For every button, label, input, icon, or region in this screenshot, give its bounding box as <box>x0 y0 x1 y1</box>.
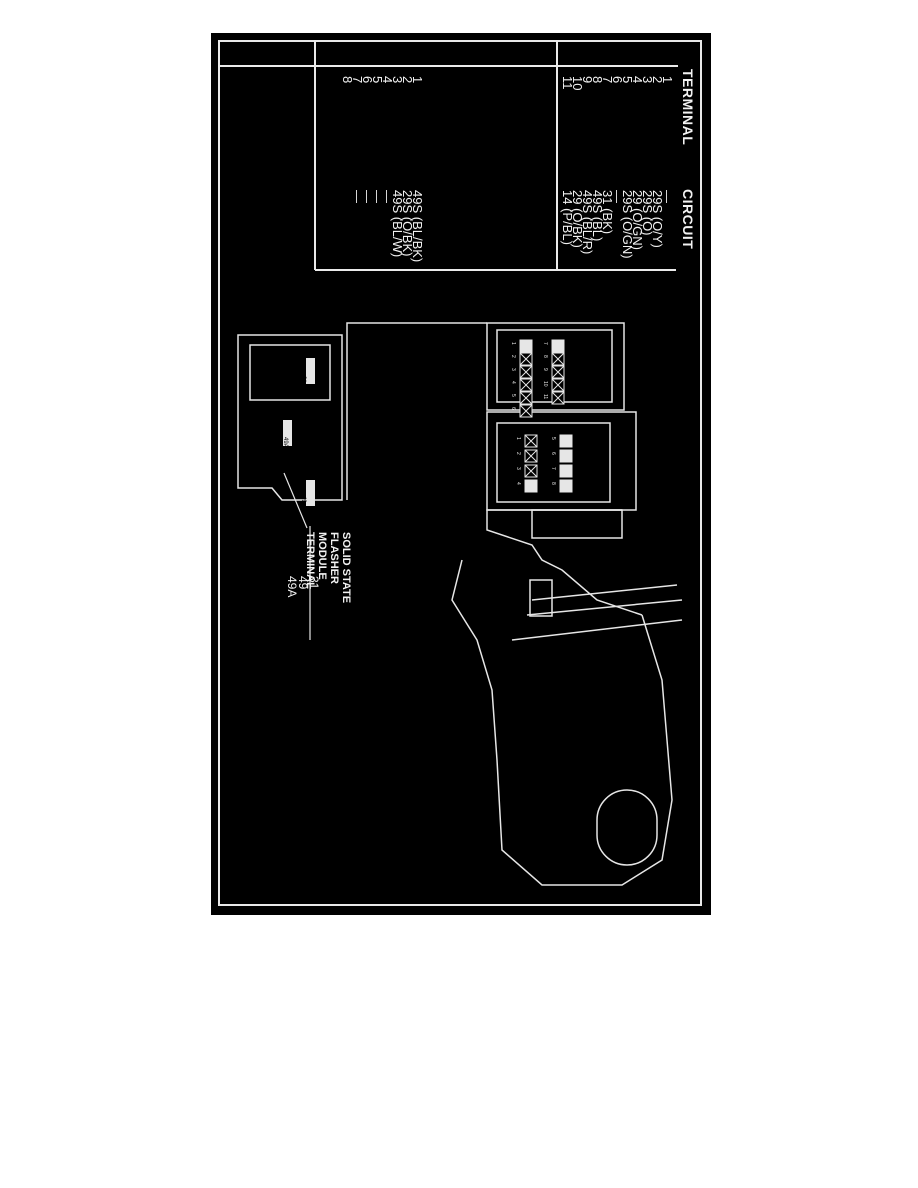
connector-b-pin-4-label: 4 <box>515 482 521 485</box>
connector-a-pin-5-label: 5 <box>510 394 516 397</box>
module-pin-49a <box>283 420 292 446</box>
connector-a-pins: 1 2 3 4 5 6 7 8 9 10 11 <box>510 339 565 418</box>
terminal-header: TERMINAL <box>680 69 696 146</box>
connector-b-pin-6 <box>559 449 573 463</box>
table-terminal-cell: 8 <box>340 76 355 84</box>
connector-b-pin-8 <box>559 479 573 493</box>
connector-a-pin-8-cross <box>551 352 565 366</box>
module-pin-label-49a: 49A <box>282 437 288 448</box>
connector-a-pin-2-cross <box>519 352 533 366</box>
callout-value-49a: 49A <box>285 576 299 598</box>
connector-b-pin-5 <box>559 434 573 448</box>
callout-values: 31 49 49A <box>285 576 321 616</box>
connector-b-pin-8-label: 8 <box>550 482 556 485</box>
connector-b-inner <box>496 422 611 503</box>
connector-b-pin-4 <box>524 479 538 493</box>
circuit-header: CIRCUIT <box>680 189 696 250</box>
module-pin-label-49: 49 <box>300 496 306 503</box>
body-slot <box>531 509 623 539</box>
connector-b-pin-1-label: 1 <box>515 437 521 440</box>
connector-a-pin-4-label: 4 <box>510 381 516 384</box>
table-terminal-cell: 11 <box>560 76 575 90</box>
connector-b-pin-3-label: 3 <box>515 467 521 470</box>
module-pin-label-31: 31 <box>300 376 306 383</box>
connector-a-pin-6-label: 6 <box>510 407 516 410</box>
connector-a-pin-11-label: 11 <box>542 394 548 399</box>
connector-a-pin-1-label: 1 <box>510 342 516 345</box>
callout-label-line-1: SOLID STATE <box>340 532 352 604</box>
stalk-ring-1 <box>531 584 678 601</box>
connector-a-pin-8-label: 8 <box>542 355 548 358</box>
stalk-knob <box>596 789 658 866</box>
table-circuit-cell: — <box>350 190 365 203</box>
connector-b-pin-1-cross <box>524 434 538 448</box>
connector-b-pins: 1 2 3 4 5 6 7 8 <box>515 434 573 493</box>
connector-a-pin-2-label: 2 <box>510 355 516 358</box>
diagram-frame <box>218 40 702 906</box>
stalk-outline <box>451 559 673 886</box>
connector-a-pin-9-cross <box>551 365 565 379</box>
callout-leader-line <box>283 472 308 529</box>
connector-b-pin-2-cross <box>524 449 538 463</box>
connector-a-pin-10-cross <box>551 378 565 392</box>
connector-a-pin-9-label: 9 <box>542 368 548 371</box>
table-circuit-cell: 14 (P/BL) <box>560 190 575 245</box>
body-edge-lower <box>486 509 643 616</box>
connector-a-pin-7 <box>551 339 565 353</box>
connector-a-outline <box>486 322 625 411</box>
connector-b-pin-2-label: 2 <box>515 452 521 455</box>
connector-a-pin-10-label: 10 <box>542 381 548 387</box>
connector-b-pin-6-label: 6 <box>550 452 556 455</box>
connector-a-pin-3-label: 3 <box>510 368 516 371</box>
connector-a-pin-11-cross <box>551 391 565 405</box>
connector-a-pin-1 <box>519 339 533 353</box>
module-pin-49 <box>306 480 315 506</box>
flasher-module-outline <box>237 334 343 501</box>
connector-a-pin-7-label: 7 <box>542 342 548 345</box>
connector-b-pin-5-label: 5 <box>550 437 556 440</box>
flasher-module-pins <box>283 358 315 506</box>
connector-b-pin-7 <box>559 464 573 478</box>
stalk-ring-3 <box>511 619 683 641</box>
flasher-module-face <box>249 344 331 401</box>
connector-b-outline <box>486 411 637 511</box>
stalk-ring-2 <box>526 599 683 616</box>
connector-a-pin-3-cross <box>519 365 533 379</box>
module-pin-31 <box>306 358 315 384</box>
connector-a-pin-5-cross <box>519 391 533 405</box>
connector-a-pin-4-cross <box>519 378 533 392</box>
connector-a-inner <box>496 329 613 403</box>
stalk-tab <box>529 579 553 617</box>
body-edge-upper <box>346 322 487 500</box>
connector-a-pin-6-cross <box>519 404 533 418</box>
connector-b-pin-3-cross <box>524 464 538 478</box>
connector-b-pin-7-label: 7 <box>550 467 556 470</box>
multifunction-switch <box>237 322 683 886</box>
